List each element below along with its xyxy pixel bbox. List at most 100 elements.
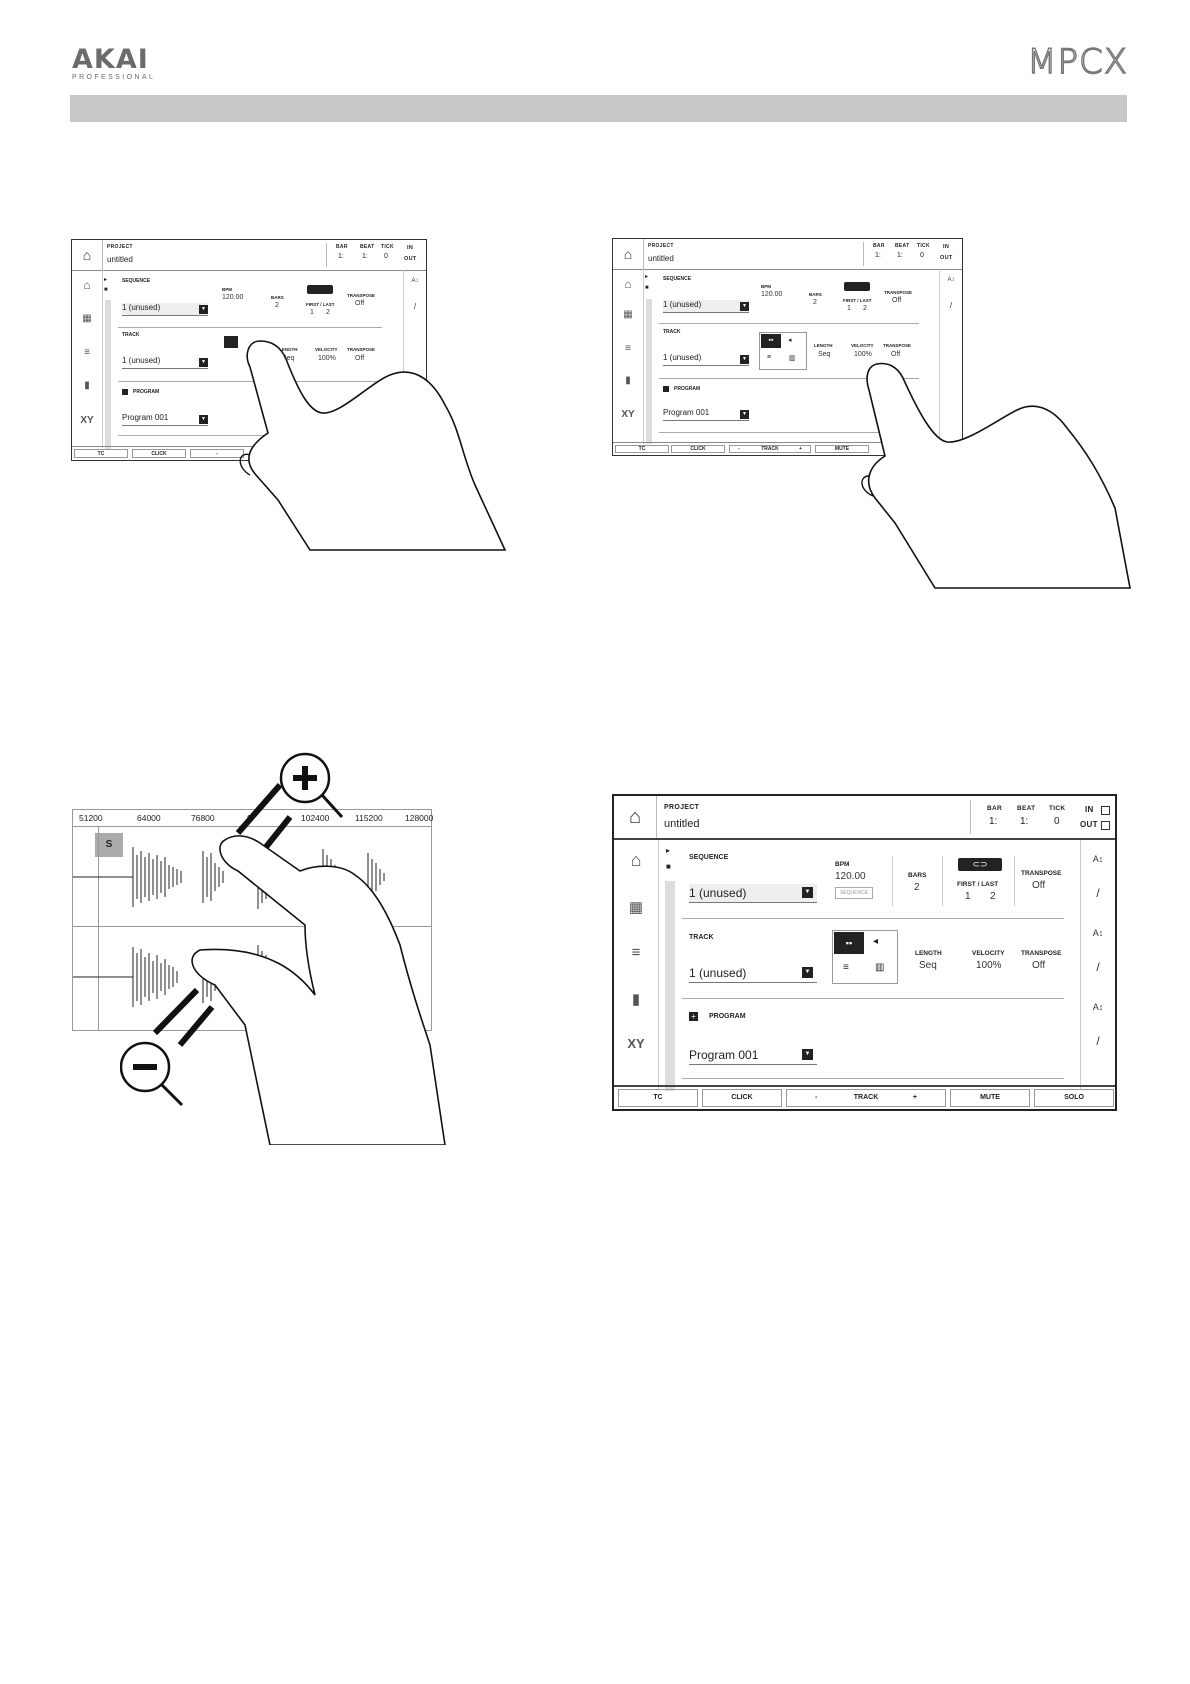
last-value[interactable]: 2 bbox=[990, 891, 996, 902]
play-icon[interactable]: ▸ bbox=[104, 277, 108, 283]
first-value[interactable]: 1 bbox=[965, 891, 971, 902]
pad-mode-icon[interactable]: ▪▪ bbox=[761, 334, 781, 348]
length-value[interactable]: Seq bbox=[282, 355, 295, 362]
loop-icon[interactable] bbox=[844, 282, 870, 291]
loop-icon[interactable] bbox=[307, 285, 333, 294]
keys-mode-icon[interactable]: ▥ bbox=[789, 355, 796, 362]
bpm-value[interactable]: 120.00 bbox=[761, 291, 783, 298]
click-button[interactable]: CLICK bbox=[702, 1089, 782, 1107]
transpose-value[interactable]: Off bbox=[1032, 880, 1046, 891]
track-minus-button[interactable]: - bbox=[190, 449, 244, 458]
text-size-icon[interactable]: A↕ bbox=[1092, 854, 1104, 864]
bpm-sequence-button[interactable]: SEQUENCE bbox=[835, 887, 873, 899]
sequence-dropdown[interactable]: 1 (unused) ▼ bbox=[663, 300, 749, 313]
home-icon[interactable]: ⌂ bbox=[630, 850, 642, 870]
scrollbar[interactable] bbox=[105, 300, 111, 450]
level-bars-icon[interactable]: ▮ bbox=[84, 380, 90, 391]
level-bars-icon[interactable]: ▮ bbox=[625, 375, 631, 386]
length-value[interactable]: Seq bbox=[818, 351, 831, 358]
scrollbar[interactable] bbox=[646, 299, 652, 444]
plus-icon[interactable] bbox=[122, 389, 128, 395]
tc-button[interactable]: TC bbox=[74, 449, 128, 458]
in-label[interactable]: IN bbox=[407, 245, 414, 251]
velocity-value[interactable]: 100% bbox=[854, 351, 872, 358]
last-value[interactable]: 2 bbox=[863, 305, 867, 312]
track-selector[interactable]: - TRACK + bbox=[786, 1089, 946, 1107]
text-size-icon[interactable]: A↕ bbox=[411, 278, 419, 284]
track-plus-button[interactable]: + bbox=[912, 1094, 917, 1101]
track-transpose-value[interactable]: Off bbox=[1032, 960, 1046, 971]
start-marker[interactable]: S bbox=[95, 833, 123, 857]
sequence-dropdown[interactable]: 1 (unused) ▼ bbox=[122, 303, 208, 316]
solo-button[interactable]: SOLO bbox=[1034, 1089, 1114, 1107]
program-dropdown[interactable]: Program 001 ▼ bbox=[663, 408, 749, 421]
list-search-icon[interactable]: ≡ bbox=[631, 944, 641, 961]
first-value[interactable]: 1 bbox=[310, 309, 314, 316]
track-dropdown[interactable]: 1 (unused) ▼ bbox=[689, 964, 817, 983]
home-icon[interactable]: ⌂ bbox=[624, 277, 632, 291]
last-value[interactable]: 2 bbox=[326, 309, 330, 316]
first-value[interactable]: 1 bbox=[847, 305, 851, 312]
in-checkbox[interactable] bbox=[1101, 806, 1110, 815]
track-transpose-value[interactable]: Off bbox=[891, 351, 901, 358]
sequence-dropdown[interactable]: 1 (unused) ▼ bbox=[689, 884, 817, 903]
keys-mode-icon[interactable]: ▥ bbox=[875, 962, 885, 973]
track-transpose-value[interactable]: Off bbox=[355, 355, 365, 362]
track-plus-button[interactable]: + bbox=[799, 446, 802, 452]
xy-icon[interactable]: XY bbox=[627, 1036, 645, 1051]
step-mode-icon[interactable]: ≡ bbox=[767, 354, 772, 361]
xy-icon[interactable]: XY bbox=[80, 415, 94, 426]
bars-value[interactable]: 2 bbox=[914, 882, 920, 893]
program-dropdown[interactable]: Program 001 ▼ bbox=[122, 413, 208, 426]
list-search-icon[interactable]: ≡ bbox=[625, 343, 631, 354]
plus-icon[interactable] bbox=[663, 386, 669, 392]
plus-icon[interactable]: + bbox=[689, 1012, 698, 1021]
tc-button[interactable]: TC bbox=[615, 445, 669, 453]
home-icon[interactable]: ⌂ bbox=[83, 278, 91, 292]
program-dropdown[interactable]: Program 001 ▼ bbox=[689, 1046, 817, 1065]
text-size-icon[interactable]: A↕ bbox=[1092, 1002, 1104, 1012]
out-checkbox[interactable] bbox=[1101, 821, 1110, 830]
transpose-value[interactable]: Off bbox=[355, 300, 365, 307]
bars-value[interactable]: 2 bbox=[813, 299, 817, 306]
pad-mode-icon[interactable] bbox=[224, 336, 238, 348]
mute-button[interactable]: MUTE bbox=[815, 445, 869, 453]
step-mode-icon[interactable]: ≡ bbox=[843, 962, 849, 973]
list-search-icon[interactable]: ≡ bbox=[84, 347, 90, 358]
pad-mode-icon[interactable]: ▪▪ bbox=[834, 932, 864, 954]
bars-value[interactable]: 2 bbox=[275, 302, 279, 309]
track-dropdown[interactable]: 1 (unused) ▼ bbox=[122, 356, 208, 369]
grid-icon[interactable]: ▦ bbox=[623, 309, 633, 320]
play-icon[interactable]: ▸ bbox=[666, 846, 671, 855]
out-label[interactable]: OUT bbox=[404, 256, 417, 262]
in-label[interactable]: IN bbox=[943, 244, 950, 250]
velocity-value[interactable]: 100% bbox=[318, 355, 336, 362]
transpose-value[interactable]: Off bbox=[892, 297, 902, 304]
velocity-value[interactable]: 100% bbox=[976, 960, 1002, 971]
in-label[interactable]: IN bbox=[1085, 805, 1094, 814]
stop-icon[interactable]: ■ bbox=[104, 287, 108, 293]
grid-icon[interactable]: ▦ bbox=[82, 313, 92, 324]
start-line[interactable] bbox=[98, 827, 99, 1030]
home-icon[interactable]: ⌂ bbox=[72, 240, 103, 270]
pencil-icon[interactable]: / bbox=[949, 301, 953, 310]
arrow-mode-icon[interactable]: ◂ bbox=[873, 936, 879, 947]
stop-icon[interactable]: ■ bbox=[645, 285, 649, 291]
bpm-value[interactable]: 120.00 bbox=[835, 871, 866, 882]
arrow-mode-icon[interactable]: ◂ bbox=[788, 337, 792, 344]
track-selector[interactable]: - TRACK + bbox=[729, 445, 811, 453]
play-icon[interactable]: ▸ bbox=[645, 274, 649, 280]
out-label[interactable]: OUT bbox=[940, 255, 953, 261]
click-button[interactable]: CLICK bbox=[671, 445, 725, 453]
home-icon[interactable]: ⌂ bbox=[613, 239, 644, 269]
pencil-icon[interactable]: / bbox=[1096, 960, 1100, 974]
pencil-icon[interactable]: / bbox=[1096, 886, 1100, 900]
pencil-icon[interactable]: / bbox=[413, 302, 417, 311]
level-bars-icon[interactable]: ▮ bbox=[631, 991, 641, 1008]
loop-icon[interactable]: ⊂⊃ bbox=[958, 858, 1002, 871]
bpm-value[interactable]: 120.00 bbox=[222, 294, 244, 301]
tc-button[interactable]: TC bbox=[618, 1089, 698, 1107]
track-minus-button[interactable]: - bbox=[738, 446, 740, 452]
out-label[interactable]: OUT bbox=[1080, 820, 1098, 829]
stop-icon[interactable]: ■ bbox=[666, 862, 671, 871]
